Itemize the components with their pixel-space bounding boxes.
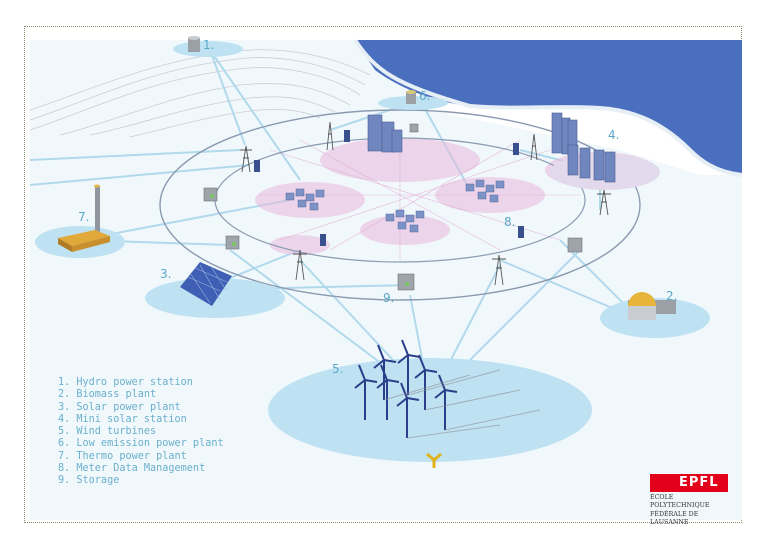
label-low-emission: 6. <box>419 89 431 103</box>
platform-wind <box>268 358 592 462</box>
epfl-logo-mark: EPFL <box>650 474 728 492</box>
legend-item: 6. Low emission power plant <box>58 438 224 450</box>
label-biomass: 2. <box>666 289 678 303</box>
legend-item: 5. Wind turbines <box>58 426 157 438</box>
legend: 1. Hydro power station 2. Biomass plant … <box>58 377 224 488</box>
pylons <box>240 121 611 286</box>
thermo-plant <box>58 184 110 252</box>
lake-shore <box>353 38 743 177</box>
label-hydro: 1. <box>203 38 215 52</box>
legend-item: 9. Storage <box>58 475 120 487</box>
legend-item: 3. Solar power plant <box>58 401 181 413</box>
solar-panel <box>180 262 232 306</box>
meter-boxes <box>254 130 524 246</box>
legend-item: 2. Biomass plant <box>58 389 157 401</box>
logo-line-1: ÉCOLE POLYTECHNIQUE <box>650 494 710 509</box>
y-connector <box>426 452 442 468</box>
epfl-logo: EPFL ÉCOLE POLYTECHNIQUE FÉDÉRALE DE LAU… <box>650 474 734 526</box>
label-meter: 8. <box>504 215 516 229</box>
turbine-shadows <box>383 369 541 439</box>
legend-item: 7. Thermo power plant <box>58 450 187 462</box>
label-thermo: 7. <box>78 210 90 224</box>
outer-ring <box>159 109 641 301</box>
lake-water <box>355 40 742 175</box>
legend-item: 1. Hydro power station <box>58 377 193 388</box>
label-wind: 5. <box>332 362 344 376</box>
biomass-plant <box>628 292 676 320</box>
label-solar: 3. <box>160 267 172 281</box>
city-buildings <box>367 112 616 183</box>
label-storage: 9. <box>383 291 395 305</box>
legend-item: 8. Meter Data Management <box>58 463 206 475</box>
hydro-station <box>188 36 200 52</box>
logo-line-2: FÉDÉRALE DE LAUSANNE <box>650 511 699 526</box>
legend-item: 4. Mini solar station <box>58 413 187 425</box>
house-clusters <box>285 179 505 233</box>
contour-lines <box>29 49 371 138</box>
low-emission-plant <box>406 90 416 104</box>
label-mini-solar: 4. <box>608 128 620 142</box>
